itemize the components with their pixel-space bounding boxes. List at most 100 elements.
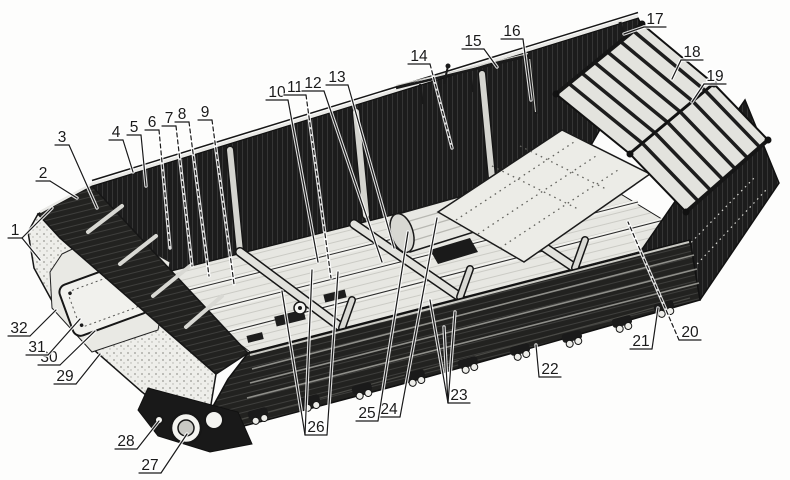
callout-number: 29 — [56, 368, 73, 385]
bottom-roller — [509, 343, 531, 361]
callout-number: 32 — [10, 320, 27, 337]
gunwale-rim — [91, 14, 639, 186]
callout-16: 16 — [499, 21, 533, 102]
callout-leader — [29, 309, 57, 337]
callout-leader — [47, 318, 81, 356]
callout-leader — [49, 180, 78, 199]
far-side-wall — [90, 11, 651, 277]
callout-leader — [671, 59, 682, 80]
callout-leader — [75, 353, 101, 385]
callout-leader — [326, 271, 339, 436]
stern-stanchion — [527, 57, 538, 115]
callout-number: 14 — [410, 48, 428, 65]
callout-9: 9 — [196, 102, 236, 286]
callout-31: 31 — [24, 317, 82, 357]
callout-10: 10 — [264, 82, 320, 264]
callout-18: 18 — [670, 42, 705, 81]
callout-3: 3 — [53, 127, 99, 210]
bow-roller-housing — [137, 387, 253, 453]
callout-leader — [399, 217, 438, 418]
callout-leader — [122, 139, 134, 173]
callout-leader — [287, 99, 319, 263]
callout-number: 10 — [268, 84, 286, 101]
callout-26: 26 — [280, 268, 340, 437]
callout-number: 3 — [58, 129, 67, 146]
callout-leader — [140, 134, 147, 187]
callout-number: 27 — [141, 457, 158, 474]
callout-32: 32 — [6, 308, 58, 338]
callout-2: 2 — [34, 163, 79, 200]
wall-frame-posts — [225, 69, 497, 257]
callout-leader — [211, 119, 235, 285]
callout-leader — [21, 207, 53, 239]
bottom-roller — [457, 356, 479, 374]
callout-number: 19 — [706, 68, 723, 85]
callout-number: 11 — [287, 79, 303, 96]
callout-leader — [188, 121, 210, 277]
callout-leader — [447, 311, 456, 404]
callout-number: 17 — [646, 11, 663, 28]
callout-27: 27 — [137, 432, 189, 475]
callout-6: 6 — [143, 112, 172, 250]
callout-25: 25 — [354, 230, 410, 423]
davit-fitting — [443, 63, 451, 85]
callout-leader — [136, 420, 160, 450]
callout-leader — [535, 344, 540, 378]
bow-roller-small — [204, 410, 224, 430]
callout-number: 30 — [40, 349, 58, 366]
callout-leader — [347, 84, 395, 249]
callout-number: 21 — [632, 333, 649, 350]
callout-29: 29 — [52, 352, 102, 386]
ramp-hinge-knobs — [552, 20, 772, 216]
callout-number: 12 — [304, 75, 321, 92]
callout-22: 22 — [534, 343, 563, 379]
callout-number: 31 — [28, 339, 45, 356]
sheer-strake — [249, 241, 690, 356]
callout-leader — [443, 326, 449, 404]
callout-13: 13 — [324, 67, 396, 250]
callout-28: 28 — [113, 419, 161, 451]
callout-number: 13 — [328, 69, 345, 86]
callout-24: 24 — [376, 216, 439, 419]
callout-12: 12 — [300, 73, 384, 264]
bow-assembly — [36, 182, 250, 375]
callout-8: 8 — [173, 104, 211, 278]
callout-leader — [623, 26, 645, 35]
bottom-roller — [351, 382, 373, 400]
callout-number: 25 — [358, 405, 375, 422]
callout-number: 18 — [683, 44, 700, 61]
callout-leader — [59, 330, 96, 366]
callout-number: 4 — [112, 124, 121, 141]
callout-number: 24 — [380, 401, 398, 418]
callout-leader — [323, 90, 383, 263]
callout-number: 16 — [503, 23, 520, 40]
rub-strakes — [246, 254, 700, 399]
callout-11: 11 — [282, 77, 333, 280]
callout-17: 17 — [622, 9, 668, 36]
callout-20: 20 — [626, 220, 703, 342]
callout-leader — [483, 48, 498, 68]
callout-leader — [305, 94, 332, 279]
callout-leader — [21, 237, 41, 261]
callout-leader — [158, 129, 171, 249]
callout-leader — [160, 433, 188, 474]
callout-leader — [281, 290, 306, 436]
callout-4: 4 — [107, 122, 135, 174]
callout-number: 6 — [148, 114, 157, 131]
callout-number: 28 — [117, 433, 134, 450]
callout-number: 23 — [450, 387, 467, 404]
callout-leader — [377, 231, 409, 422]
callout-number: 5 — [130, 119, 139, 136]
callout-1: 1 — [6, 206, 54, 262]
bow-bulwark — [36, 182, 250, 375]
callout-leader — [429, 299, 449, 404]
ramp-panel-lower — [628, 82, 770, 214]
callout-number: 22 — [541, 361, 558, 378]
callout-19: 19 — [690, 66, 728, 104]
callout-number: 1 — [11, 222, 20, 239]
callout-leader — [68, 144, 98, 209]
interior-floor — [150, 129, 695, 353]
callout-leader — [304, 269, 313, 436]
